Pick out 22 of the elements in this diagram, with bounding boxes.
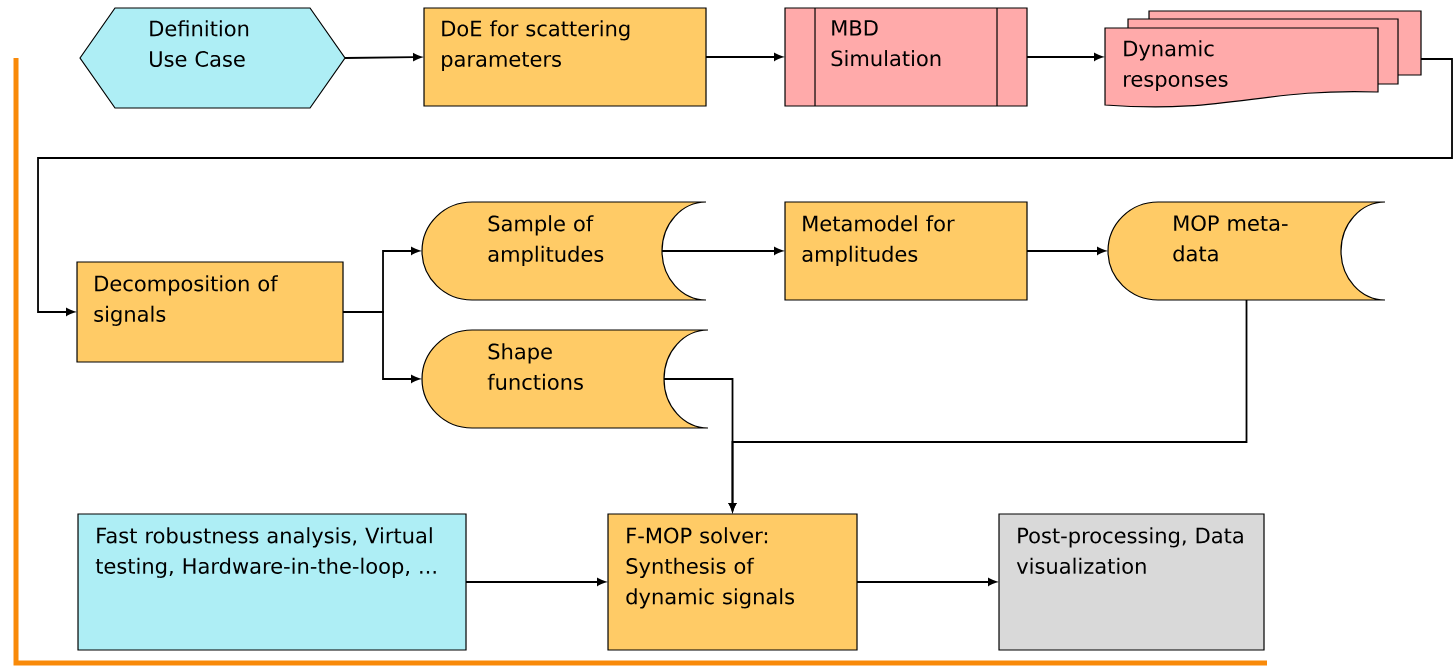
- arrow: [465, 578, 606, 586]
- arrow: [1026, 53, 1103, 61]
- arrow: [1026, 247, 1106, 255]
- stored-data-box: MOP meta-data: [1107, 201, 1386, 301]
- arrow: [705, 53, 783, 61]
- document-stack: Dynamic responses: [1104, 10, 1422, 108]
- arrow: [856, 578, 997, 586]
- process-box: Fast robustness analysis, Virtual testing, Hardware-in-the-loop, ...: [77, 513, 467, 651]
- arrow: [661, 247, 783, 255]
- arrow: [728, 299, 1248, 512]
- process-box: Post-processing, Data visualization: [998, 513, 1265, 651]
- stored-data-box: Shape functions: [421, 329, 709, 429]
- arrow: [37, 58, 1453, 316]
- process-box: Decomposition of signals: [76, 261, 344, 363]
- predefined-process-box: MBD Simulation: [784, 7, 1028, 107]
- arrow: [344, 53, 422, 61]
- stored-data-box: Sample of amplitudes: [421, 201, 707, 301]
- process-box: DoE for scattering parameters: [423, 7, 707, 107]
- process-box: F-MOP solver: Synthesis of dynamic signals: [607, 513, 858, 651]
- process-box: Metamodel for amplitudes: [784, 201, 1028, 301]
- arrow: [342, 311, 420, 383]
- hexagon-box: Definition Use Case: [79, 7, 346, 109]
